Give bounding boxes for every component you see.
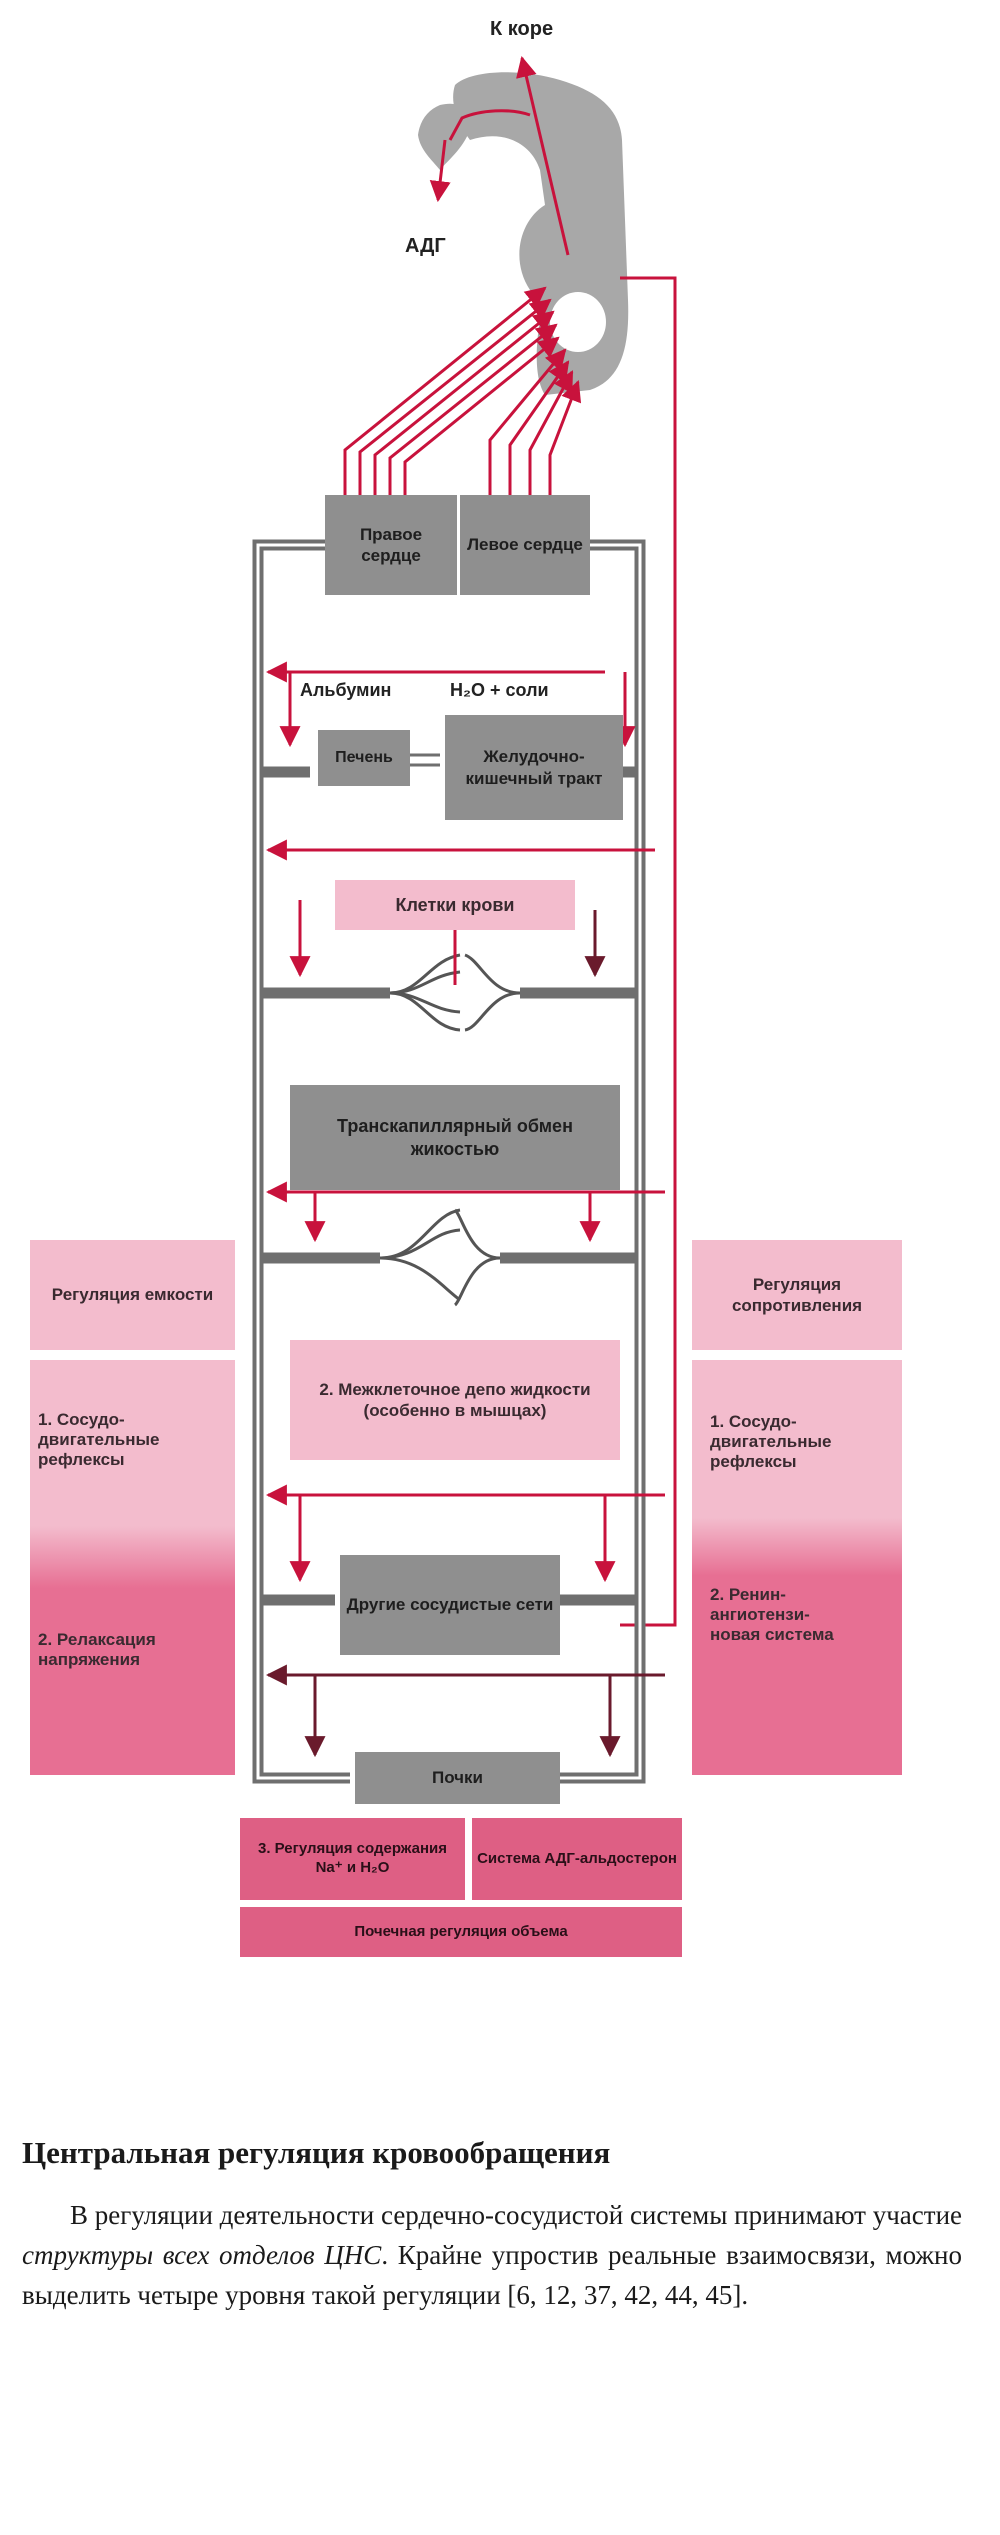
- body-text-part-1: В регуляции деятельности сердечно-сосуди…: [70, 2200, 962, 2230]
- body-text-emphasis: структуры всех отделов ЦНС: [22, 2240, 382, 2270]
- vessel-network-inner: [256, 543, 642, 1780]
- circulation-regulation-diagram: К коре АДГ Альбумин H₂O + соли Правое се…: [30, 18, 902, 1957]
- section-title: Центральная регуляция кровообращения: [22, 2135, 611, 2170]
- left-heart-box: Левое сердце: [460, 495, 590, 595]
- to-cortex-arrow: [516, 55, 570, 256]
- feed-lines: [265, 661, 665, 1583]
- brain-stem-shape: [453, 72, 629, 395]
- resistance-item-1: 1. Сосудо-двигательные рефлексы: [710, 1412, 832, 1471]
- liver-gi-link: [410, 753, 440, 767]
- pituitary-shape: [418, 103, 471, 170]
- other-vascular-box: Другие сосудистые сети: [340, 1555, 560, 1655]
- na-water-regulation-box: 3. Регуляция содержания Na⁺ и H₂O: [240, 1818, 465, 1900]
- adh-arrow: [429, 139, 451, 203]
- feed-lines-dark: [265, 910, 665, 1758]
- capacity-regulation-header: Регуляция емкости: [30, 1240, 235, 1350]
- vasomotor-center-shape: [550, 292, 606, 352]
- capacity-item-2: 2. Релаксация напряжения: [38, 1630, 156, 1669]
- adh-aldosterone-box: Система АДГ-альдостерон: [472, 1818, 682, 1900]
- cardiac-afferents: [343, 286, 582, 495]
- kidneys-box: Почки: [355, 1752, 560, 1804]
- adh-loop: [448, 109, 531, 141]
- diagram-graphics: [252, 55, 677, 1784]
- albumin-label: Альбумин: [300, 680, 392, 700]
- blood-cells-box: Клетки крови: [335, 880, 575, 930]
- renal-volume-box: Почечная регуляция объема: [240, 1907, 682, 1957]
- adh-label: АДГ: [405, 235, 446, 257]
- transcapillary-box: Транскапиллярный обмен жикостью: [290, 1085, 620, 1190]
- body-text-part-2: . Крайне упростив реальные взаимосвязи, …: [22, 2240, 963, 2310]
- interstitial-depot-box: 2. Межклеточное депо жидкости (особенно …: [290, 1340, 620, 1460]
- capacity-regulation-panel: 1. Сосудо-двигательные рефлексы 2. Релак…: [30, 1360, 235, 1775]
- resistance-item-2: 2. Ренин-ангиотензи-новая система: [710, 1585, 834, 1644]
- resistance-regulation-header: Регуляция сопротивления: [692, 1240, 902, 1350]
- capillary-fan-top: [389, 953, 521, 1032]
- right-heart-box: Правое сердце: [325, 495, 457, 595]
- capillary-fan-bottom: [379, 1208, 501, 1307]
- body-paragraph: В регуляции деятельности сердечно-сосуди…: [22, 2195, 962, 2315]
- water-salts-label: H₂O + соли: [450, 680, 549, 700]
- capacity-item-1: 1. Сосудо-двигательные рефлексы: [38, 1410, 160, 1469]
- resistance-regulation-panel: 1. Сосудо-двигательные рефлексы 2. Ренин…: [692, 1360, 902, 1775]
- liver-box: Печень: [318, 730, 410, 786]
- efferent-right-line: [620, 276, 677, 1627]
- to-cortex-label: К коре: [490, 18, 554, 40]
- gi-tract-box: Желудочно-кишечный тракт: [445, 715, 623, 820]
